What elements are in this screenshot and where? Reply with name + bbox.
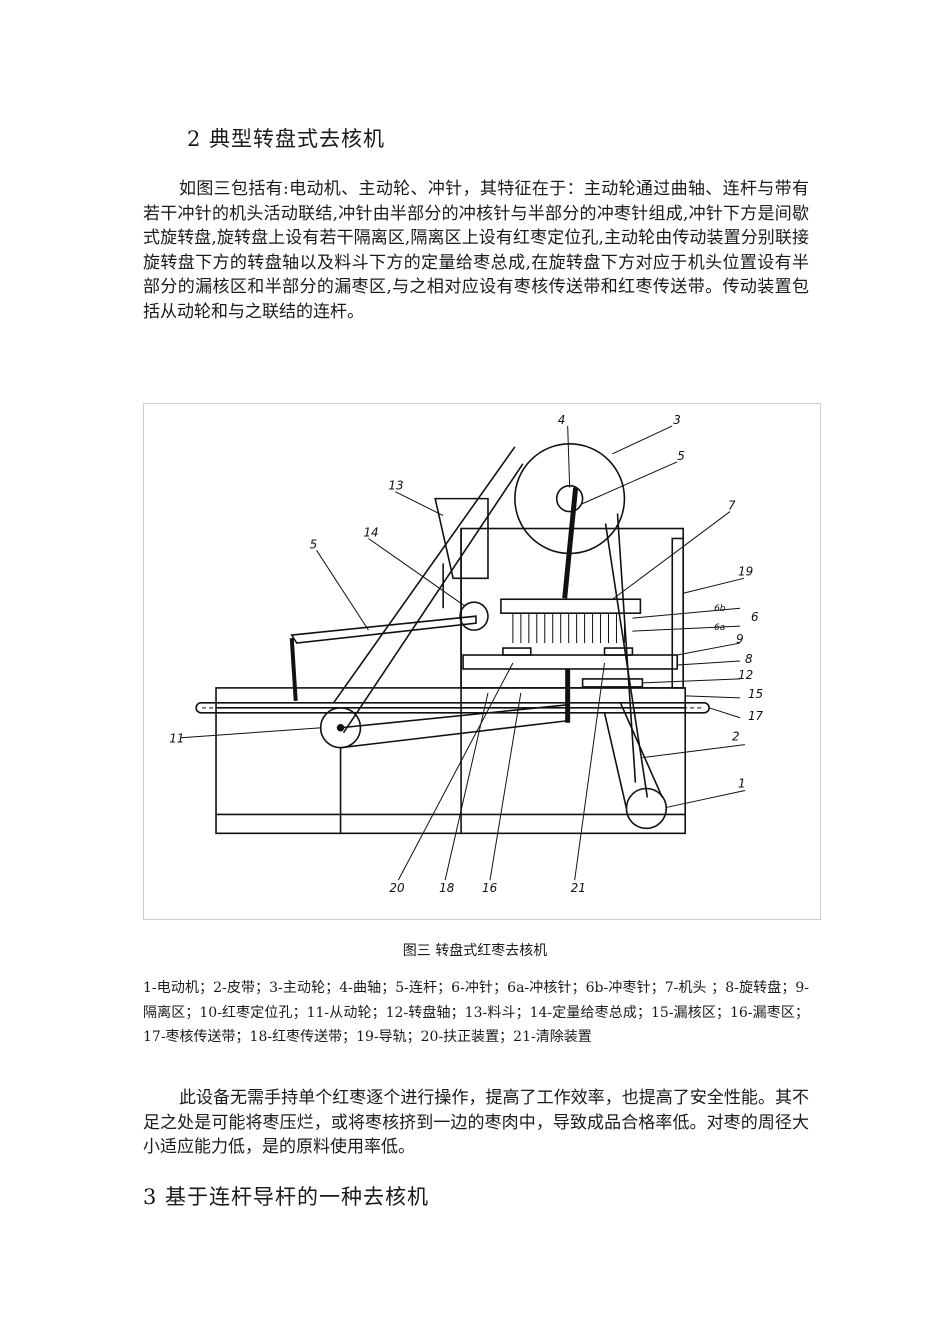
link-rod-post (289, 637, 298, 701)
label-17: 17 (748, 709, 764, 723)
label-12: 12 (738, 668, 753, 682)
motor-belt (619, 702, 664, 798)
label-21: 21 (571, 881, 586, 895)
label-19: 19 (738, 564, 753, 578)
label-6a: 6a (714, 623, 725, 633)
label-9: 9 (736, 632, 744, 646)
feeding-assembly (459, 601, 489, 631)
label-11: 11 (169, 732, 184, 746)
isolation-zone (502, 647, 532, 656)
belt (604, 523, 649, 798)
label-15: 15 (748, 687, 763, 701)
leader-lines (181, 425, 746, 881)
label-5-link: 5 (310, 537, 318, 551)
figure-caption: 图三 转盘式红枣去核机 (402, 943, 548, 959)
section-paragraph-2-tail: 此设备无需手持单个红枣逐个进行操作，提高了工作效率，也提高了安全性能。其不足之处… (143, 1086, 809, 1160)
label-6: 6 (751, 610, 759, 624)
label-20: 20 (389, 881, 404, 895)
paragraph-text: 此设备无需手持单个红枣逐个进行操作，提高了工作效率，也提高了安全性能。其不足之处… (143, 1088, 809, 1157)
label-1: 1 (738, 777, 746, 791)
figure-legend: 1-电动机；2-皮带；3-主动轮；4-曲轴；5-连杆；6-冲针；6a-冲核针；6… (143, 980, 809, 1045)
motor-belt (603, 712, 628, 809)
figure-labels: 4 3 5 13 7 14 5 19 6b 6 6a 9 8 12 15 17 … (169, 413, 764, 895)
transmission-belt (340, 704, 568, 729)
paragraph-text: 如图三包括有:电动机、主动轮、冲针，其特征在于：主动轮通过曲轴、连杆与带有若干冲… (143, 179, 809, 322)
label-4: 4 (558, 413, 566, 427)
label-3: 3 (673, 413, 681, 427)
section-paragraph-2: 如图三包括有:电动机、主动轮、冲针，其特征在于：主动轮通过曲轴、连杆与带有若干冲… (143, 177, 809, 324)
link-rod (290, 615, 477, 644)
hopper (434, 497, 489, 580)
drive-belt (342, 463, 524, 734)
label-7: 7 (728, 499, 736, 513)
connecting-rod (562, 487, 579, 599)
label-8: 8 (745, 652, 753, 666)
machine-frame (215, 687, 687, 835)
machine-head (500, 598, 642, 614)
label-6b: 6b (714, 604, 726, 614)
label-13: 13 (388, 479, 403, 493)
label-18: 18 (439, 881, 455, 895)
figure-diagram: 4 3 5 13 7 14 5 19 6b 6 6a 9 8 12 15 17 … (143, 403, 821, 920)
drive-belt (332, 446, 516, 704)
label-2: 2 (732, 730, 740, 744)
label-16: 16 (482, 881, 498, 895)
belt (616, 513, 637, 783)
transmission-belt (340, 719, 568, 749)
label-14: 14 (363, 525, 378, 539)
section-heading-3: 3 基于连杆导杆的一种去核机 (143, 1185, 430, 1209)
isolation-zone (603, 647, 634, 656)
label-5: 5 (677, 449, 685, 463)
section-heading-2: 2 典型转盘式去核机 (187, 127, 386, 151)
machine-drawing (181, 425, 746, 881)
